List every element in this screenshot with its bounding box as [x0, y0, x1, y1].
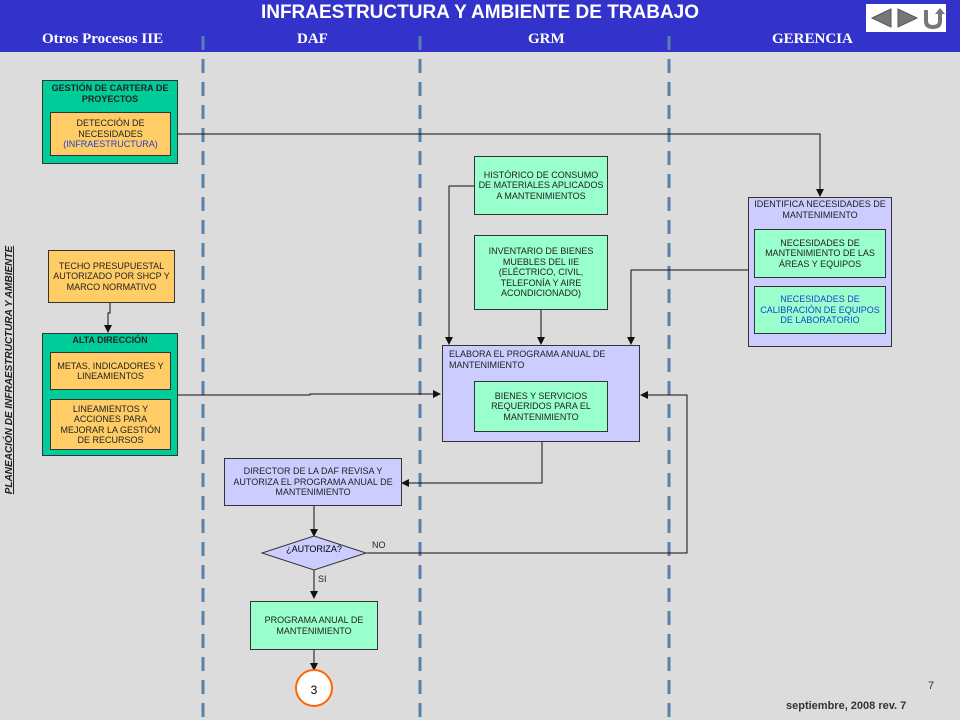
arrow-alta-elabora: [178, 390, 441, 398]
elabora-label: ELABORA EL PROGRAMA ANUAL DE MANTENIMIEN…: [449, 349, 606, 370]
autoriza-label: ¿AUTORIZA?: [286, 544, 342, 554]
bienes-servicios-box: BIENES Y SERVICIOS REQUERIDOS PARA EL MA…: [474, 381, 608, 432]
deteccion-necesidades-box: DETECCIÓN DE NECESIDADES (INFRAESTRUCTUR…: [50, 112, 171, 156]
lane-header-grm: GRM: [528, 31, 565, 47]
techo-presupuestal-box: TECHO PRESUPUESTAL AUTORIZADO POR SHCP Y…: [48, 250, 175, 303]
arrow-historico-elabora: [445, 185, 474, 345]
return-button[interactable]: [920, 5, 946, 31]
side-label: PLANEACIÓN DE INFRAESTRUCTURA Y AMBIENTE: [4, 245, 15, 495]
techo-label: TECHO PRESUPUESTAL AUTORIZADO POR SHCP Y…: [53, 260, 170, 292]
back-button[interactable]: [868, 5, 894, 31]
programa-anual-box: PROGRAMA ANUAL DE MANTENIMIENTO: [250, 601, 378, 650]
arrow-elabora-director: [401, 442, 543, 487]
inventario-label: INVENTARIO DE BIENES MUEBLES DEL IIE (EL…: [488, 246, 594, 299]
forward-button[interactable]: [894, 5, 920, 31]
lane-header-otros: Otros Procesos IIE: [42, 31, 164, 47]
lineamientos-label: LINEAMIENTOS Y ACCIONES PARA MEJORAR LA …: [60, 403, 161, 446]
gestion-cartera-label: GESTIÓN DE CARTERA DE PROYECTOS: [51, 83, 169, 104]
metas-box: METAS, INDICADORES Y LINEAMIENTOS: [50, 352, 171, 390]
programa-label: PROGRAMA ANUAL DE MANTENIMIENTO: [264, 615, 364, 636]
arrow-no-elabora: [366, 391, 688, 554]
nec-areas-label: NECESIDADES DE MANTENIMIENTO DE LAS ÁREA…: [765, 237, 875, 269]
lane-header-gerencia: GERENCIA: [772, 31, 853, 47]
u-turn-icon: [924, 8, 945, 30]
lineamientos-box: LINEAMIENTOS Y ACCIONES PARA MEJORAR LA …: [50, 399, 171, 450]
metas-label: METAS, INDICADORES Y LINEAMIENTOS: [57, 360, 164, 382]
nec-calibracion-label: NECESIDADES DE CALIBRACIÓN DE EQUIPOS DE…: [760, 294, 880, 326]
inventario-bienes-box: INVENTARIO DE BIENES MUEBLES DEL IIE (EL…: [474, 235, 608, 310]
offpage-connector-label[interactable]: 3: [310, 683, 318, 697]
historico-label: HISTÓRICO DE CONSUMO DE MATERIALES APLIC…: [478, 169, 604, 201]
director-daf-box: DIRECTOR DE LA DAF REVISA Y AUTORIZA EL …: [224, 458, 402, 506]
director-label: DIRECTOR DE LA DAF REVISA Y AUTORIZA EL …: [233, 466, 393, 498]
deteccion-label: DETECCIÓN DE NECESIDADES: [76, 118, 145, 139]
arrow-techo-alta: [104, 303, 112, 333]
lane-header-daf: DAF: [297, 31, 328, 47]
alta-direccion-label: ALTA DIRECCIÓN: [72, 335, 148, 345]
footer-date: septiembre, 2008 rev. 7: [786, 700, 907, 712]
triangle-left-icon: [870, 8, 892, 28]
triangle-right-icon: [897, 8, 919, 28]
offpage-connector-circle: [295, 669, 333, 707]
deteccion-sublabel: (INFRAESTRUCTURA): [63, 139, 158, 150]
si-label: SI: [318, 574, 327, 584]
necesidades-calibracion-box: NECESIDADES DE CALIBRACIÓN DE EQUIPOS DE…: [754, 286, 886, 334]
arrow-identifica-elabora: [627, 269, 748, 345]
page-title: INFRAESTRUCTURA Y AMBIENTE DE TRABAJO: [260, 2, 700, 23]
navigation-buttons: [866, 4, 946, 32]
identifica-label: IDENTIFICA NECESIDADES DE MANTENIMIENTO: [754, 199, 886, 220]
header-bar: INFRAESTRUCTURA Y AMBIENTE DE TRABAJO Ot…: [0, 0, 960, 52]
necesidades-areas-box: NECESIDADES DE MANTENIMIENTO DE LAS ÁREA…: [754, 229, 886, 278]
page-number: 7: [928, 680, 935, 692]
no-label: NO: [372, 540, 386, 550]
arrow-deteccion-identifica: [171, 133, 824, 197]
historico-consumo-box: HISTÓRICO DE CONSUMO DE MATERIALES APLIC…: [474, 156, 608, 215]
decision-diamond: [260, 535, 368, 571]
bienes-label: BIENES Y SERVICIOS REQUERIDOS PARA EL MA…: [491, 390, 591, 422]
